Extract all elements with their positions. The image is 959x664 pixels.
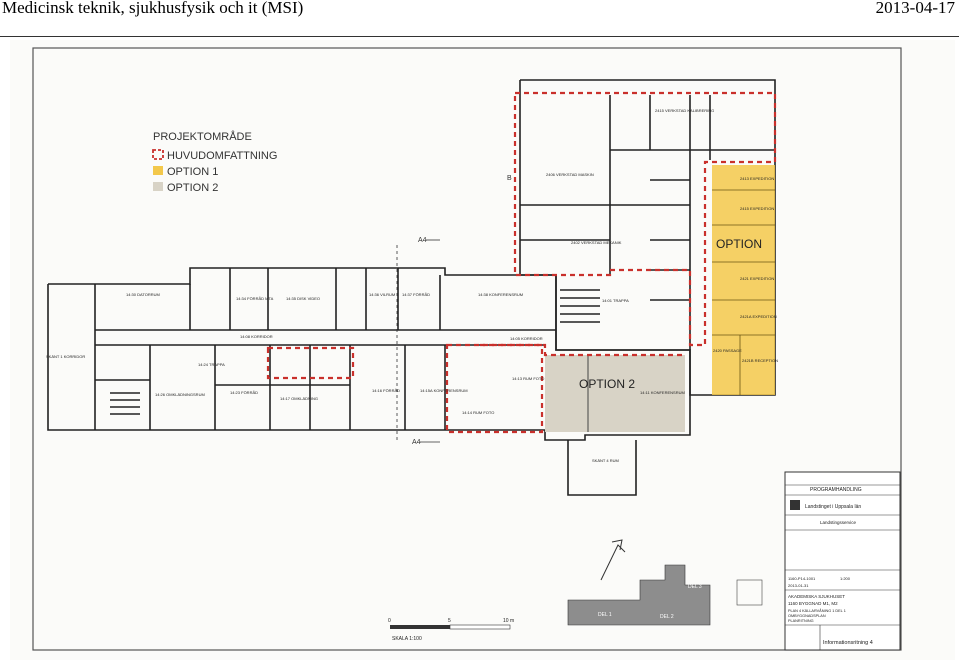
room-label: 14:23 FÖRRÅD <box>230 390 258 395</box>
room-label: 2421B RECEPTION <box>742 358 778 363</box>
room-label: 14:35 DISK VIDEO <box>286 296 320 301</box>
titleblock-hospital: AKADEMISKA SJUKHUSET <box>788 594 845 599</box>
section-marker-a4: A4 <box>418 237 427 244</box>
room-label: 14:30 DATORRUM <box>126 292 160 297</box>
key-plan: DEL 1 DEL 2 DEL 3 <box>567 564 763 626</box>
room-label: 14:16 FÖRRÅD <box>372 388 400 393</box>
room-labels: 14:30 DATORRUM 14:34 FÖRRÅD MTA 14:35 DI… <box>46 108 778 463</box>
titleblock-scale: 1:200 <box>840 576 851 581</box>
legend-swatch-option1 <box>153 166 163 175</box>
titleblock-heading: PROGRAMHANDLING <box>810 487 862 493</box>
legend-title: PROJEKTOMRÅDE <box>153 130 252 143</box>
option1-walls <box>712 189 775 395</box>
room-label: 2406 VERKSTAD MASKIN <box>546 172 594 177</box>
scale-tick: 5 <box>448 618 451 624</box>
room-label: 14:38 KONFERENSRUM <box>478 292 523 297</box>
titleblock-desc2: OMBYGGNADSPLAN <box>788 614 826 618</box>
legend-label-option2: OPTION 2 <box>167 182 218 194</box>
header-rule <box>0 36 959 37</box>
keyplan-del1: DEL 1 <box>598 612 612 618</box>
keyplan-del3: DEL 3 <box>688 584 702 590</box>
org-logo-icon <box>790 500 800 510</box>
scale-tick: 0 <box>388 618 391 624</box>
room-label: 2415 EXPEDITION <box>740 206 774 211</box>
room-label: 14:05 KORRIDOR <box>510 336 543 341</box>
room-label: 14:01 TRAPPA <box>602 298 629 303</box>
room-label: 2413 EXPEDITION <box>740 176 774 181</box>
room-label: 2421A EXPEDITION <box>740 314 777 319</box>
legend-label-main: HUVUDOMFATTNING <box>167 150 277 162</box>
section-lines <box>396 239 440 443</box>
titleblock-drawing-id: 1160-P14-1001 <box>788 576 816 581</box>
titleblock-stamp: Informationsritning 4 <box>823 640 873 646</box>
section-marker-b: B <box>507 175 512 182</box>
section-markers: A4 A4 B <box>412 175 512 446</box>
document-title: Medicinsk teknik, sjukhusfysik och it (M… <box>2 0 304 17</box>
north-arrow-icon <box>600 539 626 581</box>
room-label: 2421 EXPEDITION <box>740 276 774 281</box>
titleblock-desc1: PLAN 4 KÄLLARVÅNING 1 DEL 1 <box>788 608 846 613</box>
titleblock-dept: Landstingsservice <box>820 520 857 525</box>
titleblock-org: Landstinget i Uppsala län <box>805 504 861 510</box>
room-label: 14:37 FÖRRÅD <box>402 292 430 297</box>
room-label: 14:34 FÖRRÅD MTA <box>236 296 274 301</box>
room-label: 2402 VERKSTAD MEKANIK <box>571 240 622 245</box>
scale-bar: 0 5 10 m SKALA 1:100 <box>388 618 514 642</box>
scale-tick: 10 m <box>503 618 514 624</box>
legend: PROJEKTOMRÅDE HUVUDOMFATTNING OPTION 1 O… <box>152 130 277 194</box>
option2-zone <box>545 355 685 432</box>
title-block: PROGRAMHANDLING Landstinget i Uppsala lä… <box>784 471 901 651</box>
legend-swatch-option2 <box>153 182 163 191</box>
option1-zone <box>712 165 775 395</box>
room-label: 2415 VERKSTAD KALIBRERING <box>655 108 714 113</box>
room-label: SKÄNT 4 RUM <box>592 458 619 463</box>
section-marker-a4-bottom: A4 <box>412 439 421 446</box>
main-scope-outline <box>266 91 777 434</box>
legend-label-option1: OPTION 1 <box>167 166 218 178</box>
room-label: 14:13 RUM FOTO <box>512 376 544 381</box>
room-label: 2420 PASSAGE <box>713 348 742 353</box>
legend-swatch-main <box>152 149 164 160</box>
room-label: 14:15A KONFERENSRUM <box>420 388 468 393</box>
option1-label: OPTION <box>716 237 762 251</box>
room-label: SKÄNT 1 KORRIDOR <box>46 354 85 359</box>
titleblock-building: 1160 BYGGNAD M1, M2 <box>788 601 838 606</box>
titleblock-desc3: PLANRITNING <box>788 619 814 623</box>
titleblock-date: 2013-01-31 <box>788 583 809 588</box>
room-label: 14:24 TRAPPA <box>198 362 225 367</box>
keyplan-del2: DEL 2 <box>660 614 674 620</box>
room-label: 14:14 RUM FOTO <box>462 410 494 415</box>
option2-label: OPTION 2 <box>579 377 635 391</box>
sheet-border <box>32 47 902 651</box>
room-label: 14:26 OMKLÄDNINGSRUM <box>155 392 205 397</box>
room-label: 14:17 OMKLÄDNING <box>280 396 318 401</box>
document-date: 2013-04-17 <box>875 0 955 17</box>
scale-label: SKALA 1:100 <box>392 636 422 642</box>
room-label: 14:11 KONFERENSRUM <box>640 390 685 395</box>
room-label: 14:08 KORRIDOR <box>240 334 273 339</box>
room-label: 14:36 VILRUM <box>369 292 395 297</box>
